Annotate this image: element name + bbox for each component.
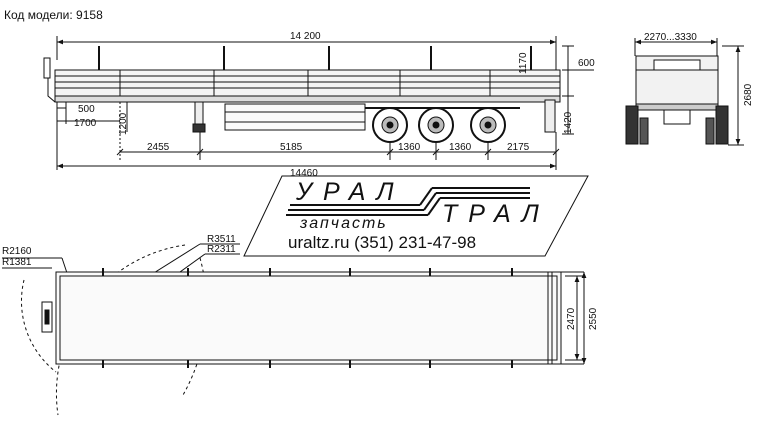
logo-word-ural: УРАЛ: [295, 178, 405, 206]
dim-1360-a: 1360: [398, 142, 421, 153]
logo-word-parts: запчасть: [299, 215, 388, 232]
dim-1360-b: 1360: [449, 142, 472, 153]
side-guard: [224, 103, 366, 131]
logo-word-tral: ТРАЛ: [442, 200, 550, 228]
radius-r2160: R2160: [2, 246, 32, 257]
top-view-labels: R2160 R1381 R3511 R2311 2470 2550: [2, 234, 599, 330]
dim-outer-width: 2550: [588, 307, 599, 330]
side-view: [43, 36, 594, 170]
dim-rear-width: 2270...3330: [644, 32, 697, 43]
dim-500: 500: [78, 104, 95, 115]
rear-view: [625, 38, 744, 146]
stakes: [98, 46, 532, 74]
radius-r2311: R2311: [207, 244, 236, 255]
side-boards: [54, 69, 561, 97]
rear-wheel-right: [715, 105, 729, 145]
rear-view-labels: 2270...3330 2680: [644, 32, 754, 106]
deck-top: [55, 271, 562, 365]
wheels: [372, 107, 506, 143]
dim-1700: 1700: [74, 118, 97, 129]
logo-speed-lines: [286, 187, 530, 216]
dim-2175: 2175: [507, 142, 530, 153]
model-code-label: Код модели: 9158: [4, 8, 103, 22]
dim-overall-bottom: 14460: [290, 168, 318, 179]
radius-arc-outer: [55, 244, 186, 416]
dim-1170: 1170: [518, 52, 529, 74]
dim-1420: 1420: [563, 111, 574, 134]
dim-600: 600: [578, 58, 595, 69]
rear-wheel-left: [625, 105, 639, 145]
dim-rear-height: 2680: [743, 83, 754, 106]
dim-1200: 1200: [118, 112, 129, 135]
top-view: [2, 243, 587, 416]
deck-frame: [54, 95, 561, 103]
stake-pockets: [102, 268, 513, 368]
logo-contact: uraltz.ru (351) 231-47-98: [288, 233, 476, 252]
dim-2455: 2455: [147, 142, 170, 153]
company-logo: УРАЛ ТРАЛ запчасть uraltz.ru (351) 231-4…: [243, 175, 589, 257]
radius-r3511: R3511: [207, 234, 236, 245]
dim-overall-top: 14 200: [290, 31, 321, 42]
dim-5185: 5185: [280, 142, 303, 153]
landing-gear: [192, 101, 206, 133]
rear-bumper: [544, 99, 556, 133]
side-view-labels: 14 200 14460 500 1700 1200 1170 600 1420…: [74, 31, 595, 179]
dim-inner-width: 2470: [566, 307, 577, 330]
radius-r1381: R1381: [2, 257, 32, 268]
